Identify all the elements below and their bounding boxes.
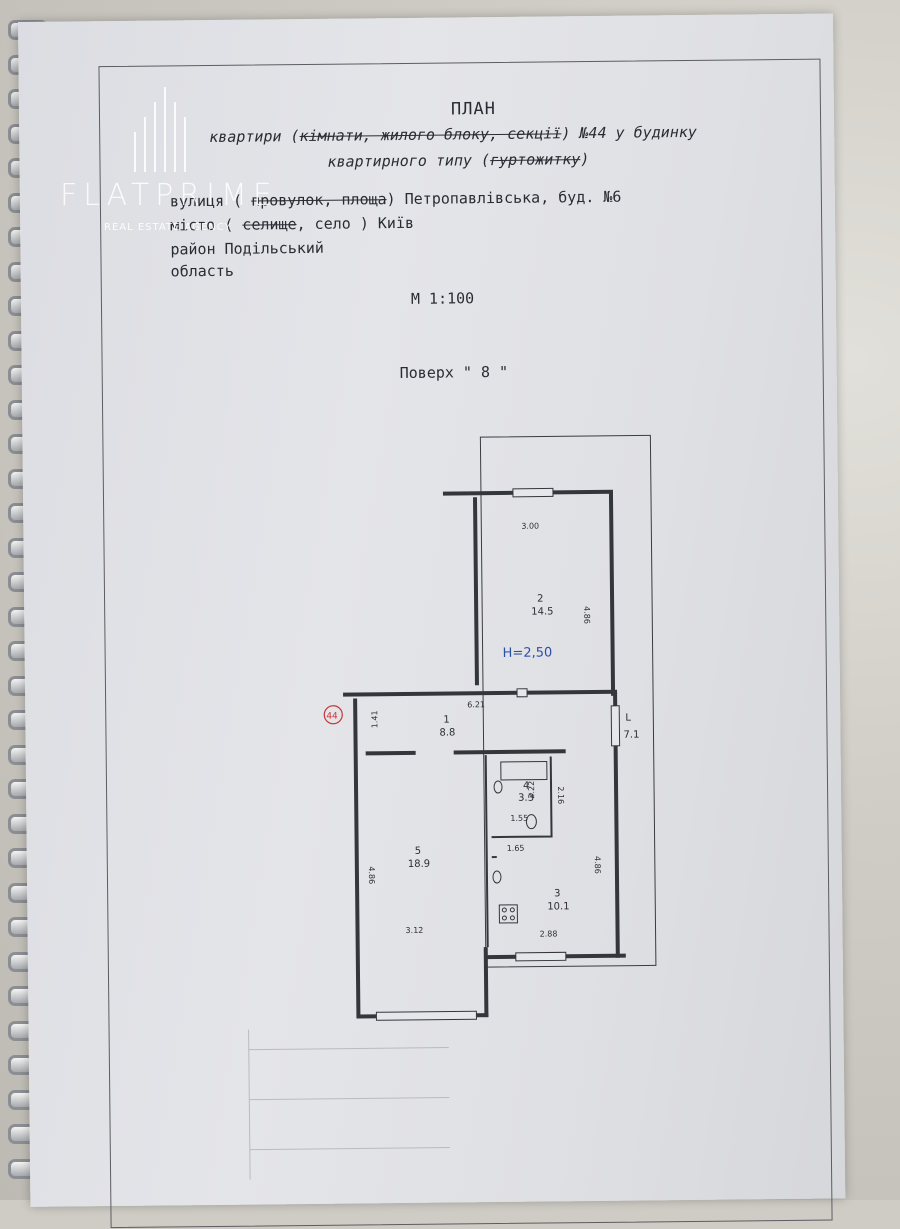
watermark-logo-icon: [130, 82, 200, 182]
watermark-tagline: REAL ESTATE AGENCY: [104, 222, 232, 233]
watermark-brand: FLATPRIME: [60, 178, 278, 213]
